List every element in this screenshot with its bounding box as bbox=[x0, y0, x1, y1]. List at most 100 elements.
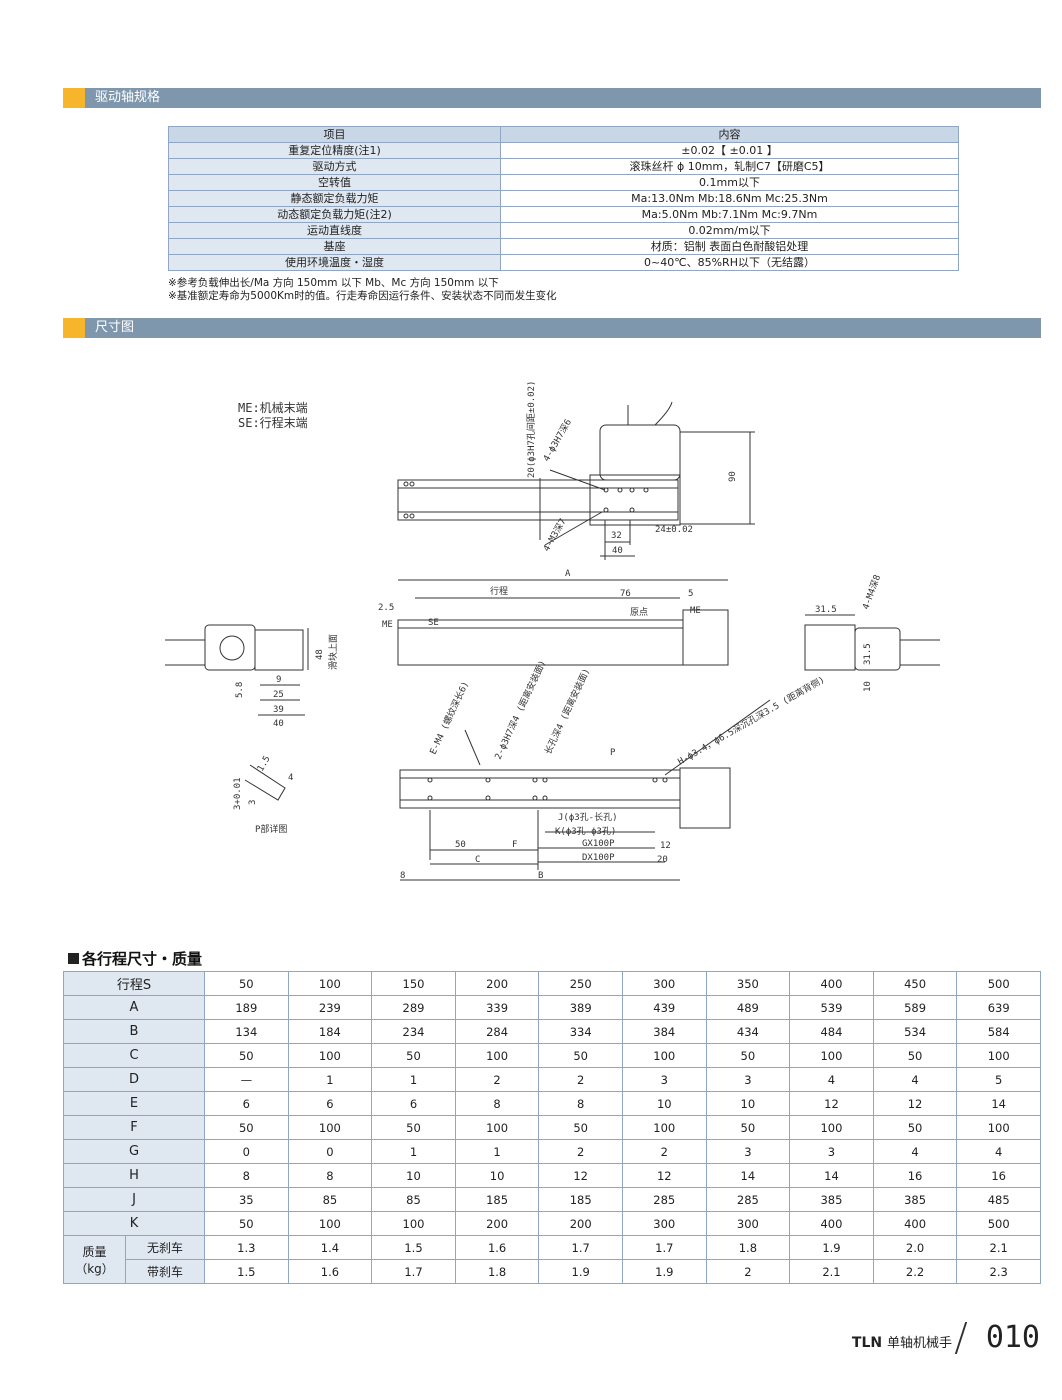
dimension-value: 8 bbox=[454, 1091, 540, 1116]
dim-b: B bbox=[538, 871, 543, 881]
note-e: E-M4 (螺纹深长6) bbox=[427, 679, 471, 756]
dim-9: 9 bbox=[276, 675, 281, 685]
dimension-value: 6 bbox=[287, 1091, 373, 1116]
dimension-value: 100 bbox=[956, 1115, 1041, 1140]
detail-p: P部详图 3+0.01 3 1.5 4 bbox=[233, 754, 293, 835]
stroke-value: 200 bbox=[454, 971, 540, 996]
dimension-value: 12 bbox=[621, 1163, 707, 1188]
dimension-value: 6 bbox=[371, 1091, 456, 1116]
dimension-value: 2 bbox=[538, 1067, 623, 1092]
mass-value: 1.7 bbox=[621, 1235, 707, 1260]
dimension-value: 234 bbox=[371, 1019, 456, 1044]
dimension-value: 385 bbox=[789, 1187, 874, 1212]
label-se: SE bbox=[428, 618, 439, 628]
dimension-value: 100 bbox=[287, 1043, 373, 1068]
mass-type-label: 带刹车 bbox=[124, 1259, 206, 1284]
label-origin: 原点 bbox=[630, 607, 648, 618]
spec-value: ±0.02【 ±0.01 】 bbox=[500, 142, 959, 159]
dimension-value: 16 bbox=[872, 1163, 958, 1188]
dimension-value: 2 bbox=[538, 1139, 623, 1164]
dimension-value: 3 bbox=[621, 1067, 707, 1092]
end-view-left: 48 滑块上面 9 25 39 40 5.8 bbox=[165, 624, 339, 729]
dimension-label: B bbox=[62, 1019, 206, 1044]
dim-2-5: 2.5 bbox=[378, 603, 394, 613]
dimension-value: 400 bbox=[872, 1211, 958, 1236]
dimension-value: 6 bbox=[204, 1091, 289, 1116]
dimension-value: 50 bbox=[705, 1115, 791, 1140]
mass-value: 2.1 bbox=[789, 1259, 874, 1284]
mass-value: 1.6 bbox=[287, 1259, 373, 1284]
dimension-value: 50 bbox=[538, 1043, 623, 1068]
mass-value: 2.3 bbox=[956, 1259, 1041, 1284]
spec-item: 驱动方式 bbox=[168, 158, 501, 175]
spec-header-row: 项目 内容 bbox=[168, 126, 959, 143]
dim-48: 48 bbox=[315, 649, 325, 660]
spec-notes: ※参考负载伸出长/Ma 方向 150mm 以下 Mb、Mc 方向 150mm 以… bbox=[168, 277, 557, 303]
dimension-value: 239 bbox=[287, 995, 373, 1020]
detail-p-caption: P部详图 bbox=[255, 823, 287, 835]
mass-value: 1.4 bbox=[287, 1235, 373, 1260]
dimension-value: 100 bbox=[454, 1115, 540, 1140]
dimension-value: 284 bbox=[454, 1019, 540, 1044]
mass-value: 1.6 bbox=[454, 1235, 540, 1260]
dimension-value: 100 bbox=[789, 1043, 874, 1068]
label-me-left: ME bbox=[382, 620, 393, 630]
dimension-value: 2 bbox=[621, 1139, 707, 1164]
spec-value: 0.02mm/m以下 bbox=[500, 222, 959, 239]
mass-unit-text: （kg） bbox=[75, 1261, 114, 1276]
dim-20: 20 bbox=[657, 855, 668, 865]
note-h: H-ϕ3.4，ϕ6.5深沉孔深3.5 (距离背侧) bbox=[676, 673, 827, 767]
dim-a: A bbox=[565, 569, 571, 579]
dim-5-8: 5.8 bbox=[235, 682, 245, 698]
spec-item: 运动直线度 bbox=[168, 222, 501, 239]
dimension-value: 334 bbox=[538, 1019, 623, 1044]
dim-40: 40 bbox=[612, 546, 623, 556]
dimension-value: 384 bbox=[621, 1019, 707, 1044]
dimension-value: 185 bbox=[454, 1187, 540, 1212]
spec-header-item: 项目 bbox=[168, 126, 501, 143]
dimension-value: 285 bbox=[705, 1187, 791, 1212]
dimension-value: 339 bbox=[454, 995, 540, 1020]
dimension-value: 100 bbox=[287, 1211, 373, 1236]
stroke-value: 100 bbox=[287, 971, 373, 996]
dimension-value: 400 bbox=[789, 1211, 874, 1236]
dim-10: 10 bbox=[863, 681, 873, 692]
page-number: 010 bbox=[985, 1320, 1040, 1355]
section-title-spec: 驱动轴规格 bbox=[95, 90, 161, 105]
dimension-label: C bbox=[62, 1043, 206, 1068]
spec-note: ※基准额定寿命为5000Km时的值。行走寿命因运行条件、安装状态不同而发生变化 bbox=[168, 290, 557, 302]
stroke-header-label: 行程S bbox=[62, 971, 206, 996]
dim-32: 32 bbox=[611, 531, 622, 541]
spec-value: Ma:5.0Nm Mb:7.1Nm Mc:9.7Nm bbox=[500, 206, 959, 223]
dimension-value: 534 bbox=[872, 1019, 958, 1044]
dimension-value: 14 bbox=[956, 1091, 1041, 1116]
footer-product: 单轴机械手 bbox=[886, 1336, 952, 1351]
dim-5: 5 bbox=[688, 589, 693, 599]
dimension-value: 10 bbox=[705, 1091, 791, 1116]
dimension-label: F bbox=[62, 1115, 206, 1140]
dimension-label: K bbox=[62, 1211, 206, 1236]
detail-p-d4: 4 bbox=[288, 773, 293, 783]
dimension-value: 4 bbox=[789, 1067, 874, 1092]
spec-row: 动态额定负载力矩(注2)Ma:5.0Nm Mb:7.1Nm Mc:9.7Nm bbox=[168, 206, 959, 223]
side-view: A 行程 76 5 2.5 ME SE ME 原点 bbox=[378, 569, 729, 666]
dimension-value: 5 bbox=[956, 1067, 1041, 1092]
dimension-value: 134 bbox=[204, 1019, 289, 1044]
dimension-value: 1 bbox=[454, 1139, 540, 1164]
square-bullet-icon bbox=[68, 953, 79, 964]
dimension-label: D bbox=[62, 1067, 206, 1092]
dimension-value: 100 bbox=[454, 1043, 540, 1068]
dimension-value: 1 bbox=[371, 1139, 456, 1164]
stroke-value: 300 bbox=[621, 971, 707, 996]
detail-p-d3: 1.5 bbox=[256, 754, 273, 773]
dim-gx: GX100P bbox=[582, 839, 615, 849]
dimension-value: 100 bbox=[621, 1043, 707, 1068]
mass-value: 1.5 bbox=[371, 1235, 456, 1260]
